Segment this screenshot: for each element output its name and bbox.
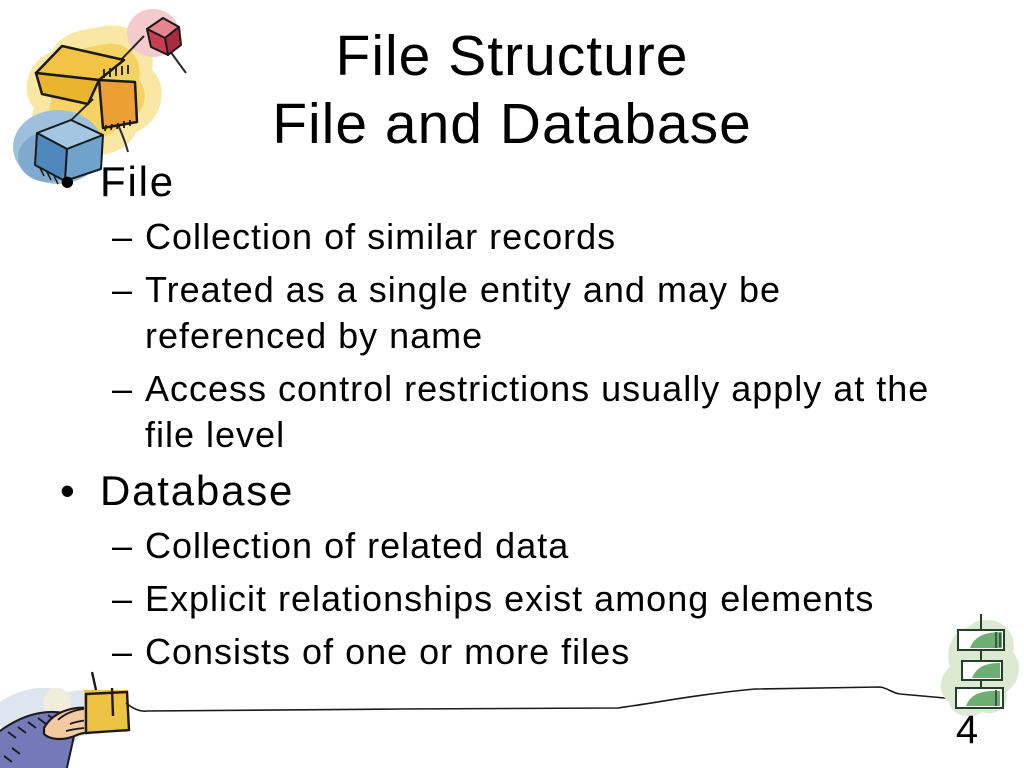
dash-icon: –	[112, 368, 134, 409]
dash-icon: –	[112, 525, 134, 566]
title-line-2: File and Database	[272, 92, 752, 156]
flowchart-rect-3-wash	[966, 690, 1000, 706]
sub-bullet-item: – Access control restrictions usually ap…	[0, 366, 945, 458]
finger-lines	[57, 708, 105, 732]
sub-bullet-item: – Treated as a single entity and may be …	[0, 267, 945, 359]
title-line-1: File Structure	[335, 24, 689, 88]
sub-bullet-item: – Consists of one or more files	[0, 629, 945, 675]
flowchart-rect-1-ticks	[995, 632, 1001, 648]
cream-patch	[43, 688, 71, 716]
bullet-label: Database	[100, 467, 295, 514]
held-box	[84, 690, 128, 732]
gray-watercolor-blob	[0, 687, 105, 751]
sub-bullet-item: – Explicit relationships exist among ele…	[0, 576, 945, 622]
bullet-item-database: • Database	[0, 466, 985, 516]
flowchart-rect-3	[955, 687, 1004, 709]
bullet-icon: •	[60, 467, 77, 514]
bullet-item-file: • File	[0, 157, 985, 207]
slide-title: File Structure File and Database	[0, 22, 1024, 158]
hand-holding-box-clipart	[0, 671, 131, 768]
dash-icon: –	[112, 269, 134, 310]
held-box-outline	[84, 671, 131, 735]
sub-bullet-text: Collection of similar records	[145, 216, 617, 257]
bullet-label: File	[100, 158, 175, 205]
sub-bullet-text: Consists of one or more files	[145, 631, 631, 672]
sub-bullet-item: – Collection of similar records	[0, 214, 945, 260]
slide-body: • File – Collection of similar records –…	[0, 157, 985, 675]
sleeve-stitch-ticks	[3, 711, 67, 763]
bullet-icon: •	[60, 158, 77, 205]
hand	[42, 706, 113, 741]
sub-bullet-item: – Collection of related data	[0, 523, 945, 569]
hand-drawn-line	[125, 686, 957, 712]
page-number: 4	[955, 708, 979, 752]
dash-icon: –	[112, 631, 134, 672]
dash-icon: –	[112, 578, 134, 619]
sleeve	[0, 711, 80, 768]
sub-bullet-text: Treated as a single entity and may be re…	[145, 269, 782, 356]
sub-bullet-text: Collection of related data	[145, 525, 570, 566]
sub-bullet-text: Access control restrictions usually appl…	[145, 368, 930, 455]
sub-bullet-text: Explicit relationships exist among eleme…	[145, 578, 875, 619]
dash-icon: –	[112, 216, 134, 257]
